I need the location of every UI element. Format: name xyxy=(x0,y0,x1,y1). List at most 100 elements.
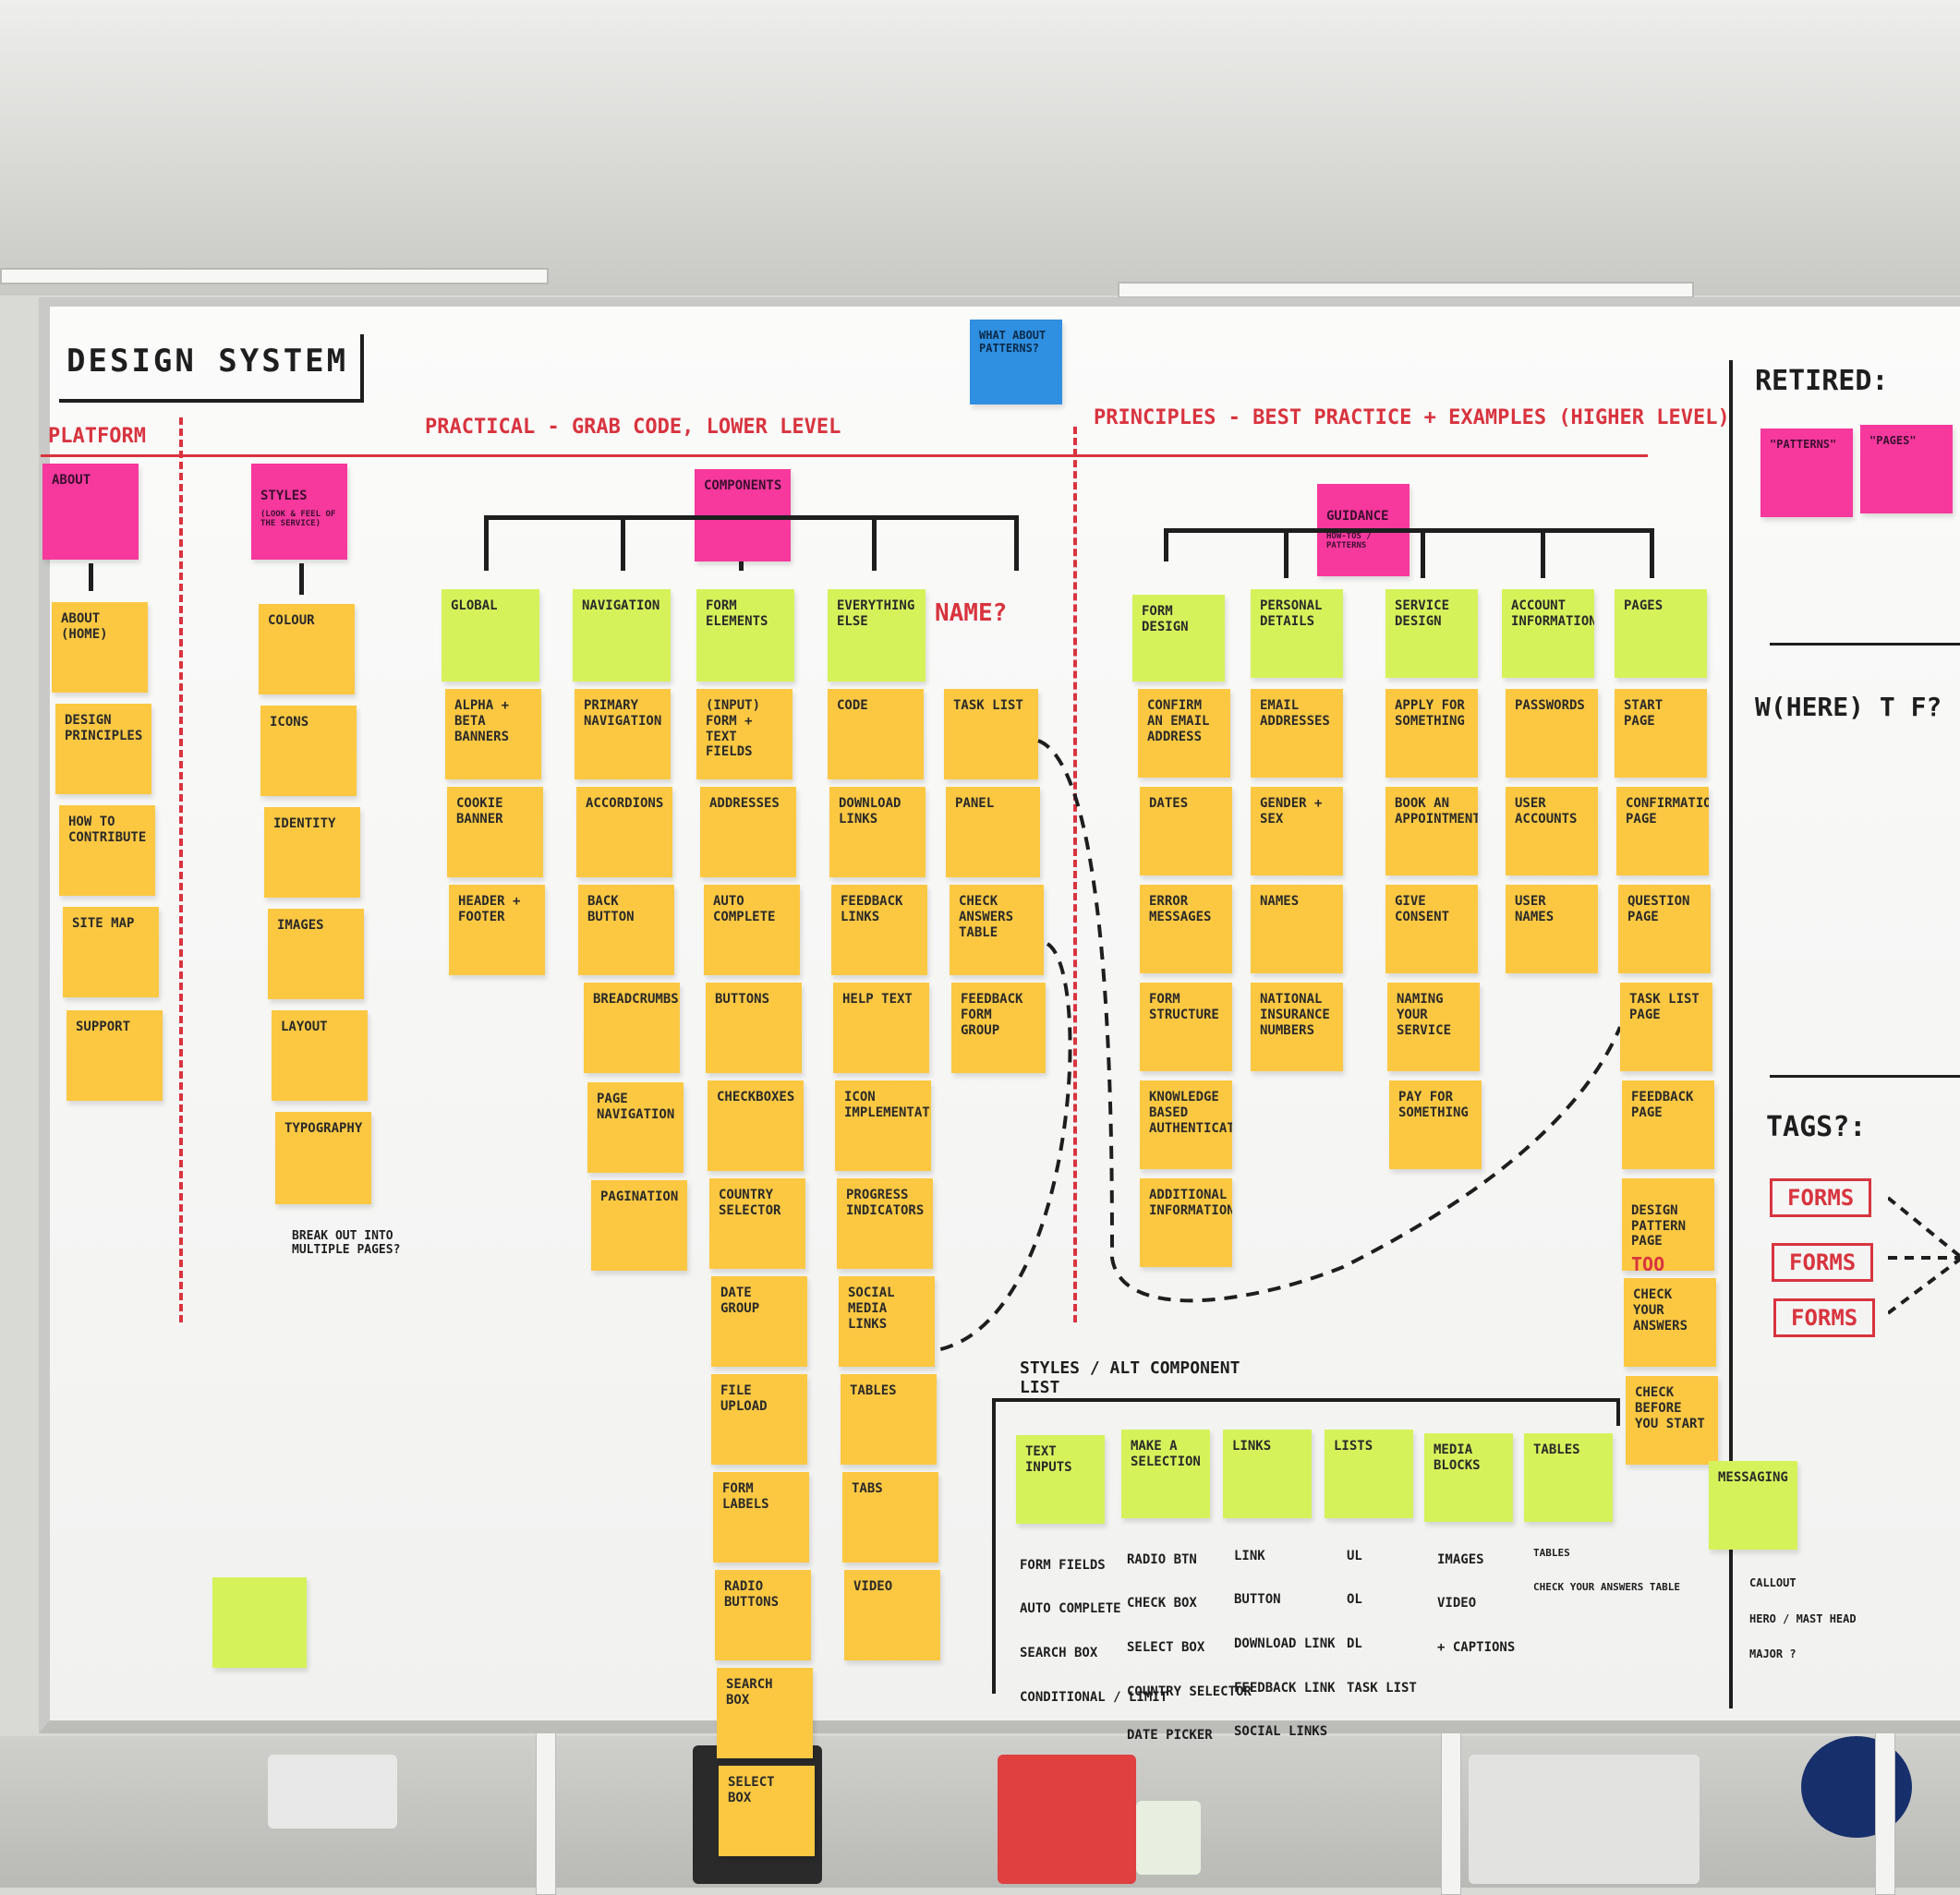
header-divider-line xyxy=(41,454,1648,457)
list-item: FEEDBACK LINKS xyxy=(831,885,927,975)
blank-note xyxy=(212,1577,307,1668)
list-item: HOW TO CONTRIBUTE xyxy=(59,805,155,896)
alt-item: FORM FIELDS xyxy=(1020,1557,1106,1573)
list-item: BOOK AN APPOINTMENT xyxy=(1385,787,1478,875)
ceiling-light xyxy=(0,268,549,284)
too-meta-note: TOO META xyxy=(1631,1253,1665,1271)
list-item: BUTTONS xyxy=(706,983,802,1073)
alt-item: TASK LIST xyxy=(1347,1680,1417,1696)
list-item: IMAGES xyxy=(268,909,364,999)
list-item: DATE GROUP xyxy=(711,1276,807,1367)
retired-note: "PATTERNS" xyxy=(1760,428,1853,517)
list-item: LAYOUT xyxy=(272,1010,368,1101)
tree-branch xyxy=(739,561,744,571)
tree-branch xyxy=(1421,528,1425,578)
tree-branch xyxy=(1164,528,1653,533)
list-item: CHECK BEFORE YOU START xyxy=(1626,1376,1718,1465)
list-item: BACK BUTTON xyxy=(578,885,674,975)
alt-item: SOCIAL LINKS xyxy=(1234,1724,1328,1740)
list-item: USER ACCOUNTS xyxy=(1506,787,1598,875)
alt-item: CHECK BOX xyxy=(1127,1596,1197,1611)
name-question: NAME? xyxy=(935,599,1008,627)
whiteboard: DESIGN SYSTEM PLATFORM PRACTICAL - GRAB … xyxy=(39,297,1960,1856)
styles-title: STYLES xyxy=(260,488,308,503)
tree-branch xyxy=(484,515,489,571)
list-item: ACCORDIONS xyxy=(576,787,672,877)
tree-branch xyxy=(1014,515,1019,571)
tree-branch xyxy=(484,515,1018,520)
list-item: TASK LIST PAGE xyxy=(1620,983,1712,1071)
list-item: PAY FOR SOMETHING xyxy=(1389,1080,1482,1169)
group-header-everything-else: EVERYTHING ELSE xyxy=(828,589,926,682)
alt-item: + CAPTIONS xyxy=(1437,1639,1516,1655)
list-item: NAMING YOUR SERVICE xyxy=(1387,983,1480,1071)
list-item: AUTO COMPLETE xyxy=(704,885,800,975)
about-note: ABOUT xyxy=(42,464,139,560)
list-item: FORM LABELS xyxy=(713,1472,809,1563)
list-item: ADDITIONAL INFORMATION xyxy=(1140,1178,1232,1267)
list-item: VIDEO xyxy=(844,1570,940,1660)
tree-branch xyxy=(872,515,877,571)
list-item: CHECK ANSWERS TABLE xyxy=(950,885,1044,975)
list-item: RADIO BUTTONS xyxy=(715,1570,811,1660)
board-leg xyxy=(1875,1727,1895,1895)
group-header-service-design: SERVICE DESIGN xyxy=(1385,589,1478,678)
alt-column-items: LINK BUTTON DOWNLOAD LINK FEEDBACK LINK … xyxy=(1234,1524,1336,1766)
connector xyxy=(89,563,93,591)
list-item: CHECK YOUR ANSWERS xyxy=(1624,1278,1716,1367)
alt-item: AUTO COMPLETE xyxy=(1020,1601,1121,1617)
principles-header: PRINCIPLES - BEST PRACTICE + EXAMPLES (H… xyxy=(1094,406,1730,429)
list-item: HEADER + FOOTER xyxy=(449,885,545,975)
alt-list-title: STYLES / ALT COMPONENT LIST xyxy=(1020,1358,1240,1397)
tags-title: TAGS?: xyxy=(1766,1111,1867,1143)
guidance-subtitle: HOW-TOS / PATTERNS xyxy=(1326,531,1372,551)
list-item: CODE xyxy=(828,689,924,779)
list-item: (INPUT) FORM + TEXT FIELDS xyxy=(696,689,792,779)
typography-note: BREAK OUT INTO MULTIPLE PAGES? xyxy=(292,1229,401,1257)
alt-item: UL xyxy=(1347,1548,1362,1563)
list-item: GENDER + SEX xyxy=(1251,787,1343,875)
alt-item: TABLES xyxy=(1533,1546,1570,1559)
retired-note: "PAGES" xyxy=(1860,425,1953,513)
list-item: PAGE NAVIGATION xyxy=(587,1082,684,1173)
list-item: HELP TEXT xyxy=(833,983,929,1073)
alt-item: FEEDBACK LINK xyxy=(1234,1680,1336,1696)
alt-list-border xyxy=(992,1398,996,1694)
practical-header: PRACTICAL - GRAB CODE, LOWER LEVEL xyxy=(425,416,841,439)
alt-item: SEARCH BOX xyxy=(1020,1645,1098,1660)
list-item: IDENTITY xyxy=(264,807,360,898)
group-header-form-design: FORM DESIGN xyxy=(1132,595,1225,682)
board-title: DESIGN SYSTEM xyxy=(67,343,349,380)
alt-item: IMAGES xyxy=(1437,1551,1484,1567)
retired-divider xyxy=(1729,360,1733,1708)
list-item: TASK LIST xyxy=(944,689,1038,779)
list-item: FEEDBACK FORM GROUP xyxy=(951,983,1046,1073)
list-item: START PAGE xyxy=(1615,689,1707,778)
alt-item: RADIO BTN xyxy=(1127,1551,1197,1567)
list-item: ERROR MESSAGES xyxy=(1140,885,1232,973)
retired-title: RETIRED: xyxy=(1755,365,1889,397)
list-item: CONFIRMATION PAGE xyxy=(1616,787,1709,875)
list-item: APPLY FOR SOMETHING xyxy=(1385,689,1478,778)
messaging-item: HERO / MAST HEAD xyxy=(1749,1611,1857,1625)
tree-branch xyxy=(621,515,625,571)
group-header-pages: PAGES xyxy=(1615,589,1707,678)
list-item: SITE MAP xyxy=(63,907,159,997)
tag-box: FORMS xyxy=(1773,1298,1876,1337)
floor-area xyxy=(0,1736,1960,1888)
patterns-question-note: WHAT ABOUT PATTERNS? xyxy=(970,320,1062,404)
messaging-item: MAJOR ? xyxy=(1749,1647,1797,1660)
connector-task-list-to-pages xyxy=(1037,739,1622,1303)
alt-column-header: TEXT INPUTS xyxy=(1016,1435,1105,1524)
tag-box: FORMS xyxy=(1770,1178,1872,1217)
list-item: PANEL xyxy=(946,787,1040,877)
tree-branch xyxy=(1650,528,1654,578)
list-item: QUESTION PAGE xyxy=(1618,885,1711,973)
where-tf-text: W(HERE) T F? xyxy=(1755,692,1942,722)
list-item: NATIONAL INSURANCE NUMBERS xyxy=(1251,983,1343,1071)
alt-item: CONDITIONAL / LIMIT xyxy=(1020,1689,1168,1705)
list-item: CONFIRM AN EMAIL ADDRESS xyxy=(1138,689,1230,778)
where-underline xyxy=(1770,1075,1960,1078)
group-header-account-information: ACCOUNT INFORMATION xyxy=(1502,589,1594,678)
alt-column-header: MAKE A SELECTION xyxy=(1121,1430,1210,1518)
